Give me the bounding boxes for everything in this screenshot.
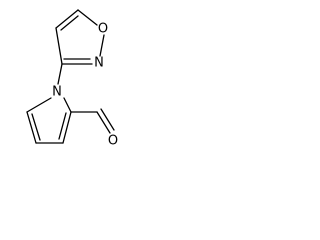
atom-label-aldehyde-oxygen: O <box>108 134 118 149</box>
bond-c4-c5-double <box>60 15 79 31</box>
bond-c4-c5 <box>55 9 79 29</box>
atom-label-isoxazole-oxygen: O <box>98 22 108 37</box>
bond-c3-c2 <box>62 111 72 144</box>
bond-c5-o <box>77 9 98 26</box>
pyrrole-ring <box>26 97 72 144</box>
atom-label-pyrrole-nitrogen: N <box>52 85 62 100</box>
bond-c3-c4 <box>55 27 63 65</box>
bond-isoxazole-pyrrole <box>57 63 63 85</box>
bond-o-n <box>99 34 105 57</box>
bond-c-o-double <box>100 108 115 131</box>
atom-label-isoxazole-nitrogen: N <box>94 56 104 71</box>
bond-c2-n1 <box>63 97 72 113</box>
bond-n1-c5 <box>26 97 52 113</box>
bond-c5-c4 <box>26 111 37 144</box>
bond-c3-c2-double <box>58 112 67 140</box>
molecule-structure: O N N O <box>26 9 118 149</box>
bond-c5-c4-double <box>31 113 41 141</box>
aldehyde-group <box>70 108 115 134</box>
isoxazole-ring <box>55 9 105 65</box>
bond-c-o <box>96 111 111 134</box>
